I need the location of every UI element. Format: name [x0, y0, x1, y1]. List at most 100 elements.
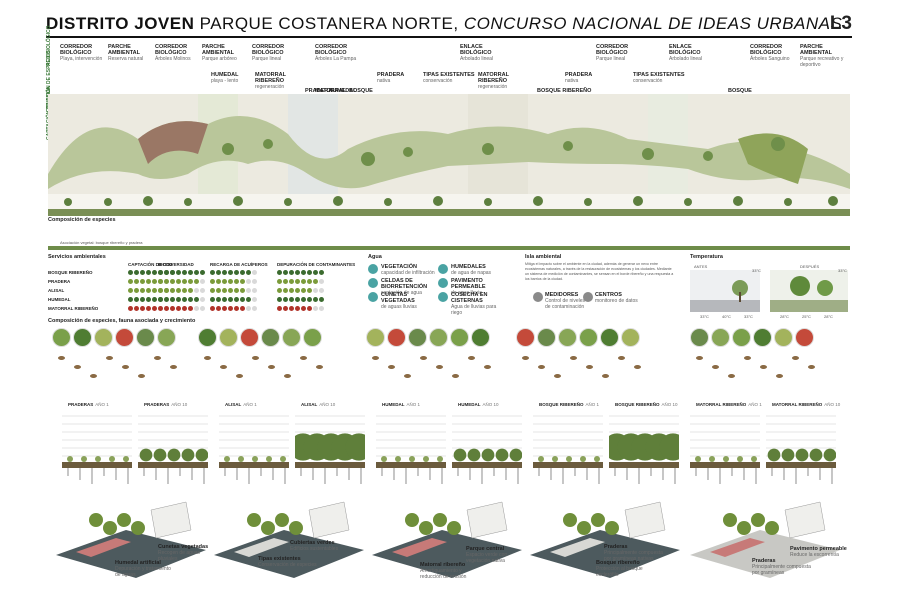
iso-label-head: Tipas existentes: [258, 556, 301, 562]
page-title: DISTRITO JOVEN PARQUE COSTANERA NORTE, C…: [46, 14, 842, 34]
growth-panel: [603, 410, 687, 490]
score-dot: [182, 306, 187, 311]
species-photo: [537, 328, 556, 347]
score-dot: [134, 306, 139, 311]
score-dot: [194, 270, 199, 275]
tree-canopy: [605, 521, 619, 535]
sensor-icon: [533, 292, 543, 302]
score-dot: [283, 297, 288, 302]
iso-view-svg: [690, 501, 840, 578]
growth-panel: [690, 410, 760, 490]
species-photo: [303, 328, 322, 347]
score-dot: [228, 270, 233, 275]
score-dot: [277, 297, 282, 302]
score-dot: [234, 306, 239, 311]
growth-panel-year: AÑO 10: [661, 402, 678, 407]
top-column-sub: Playa, intervención: [60, 56, 103, 62]
score-dot: [158, 279, 163, 284]
tree-canopy: [751, 513, 765, 527]
bird-icon: [554, 374, 561, 378]
score-dot: [182, 270, 187, 275]
score-dot: [295, 288, 300, 293]
score-dot: [283, 288, 288, 293]
mid-label-head: PRADERA: [377, 72, 405, 78]
iso-view: [214, 500, 364, 580]
score-dots: [210, 306, 258, 312]
bird-icon: [618, 356, 625, 360]
score-dot: [210, 297, 215, 302]
species-photo: [579, 328, 598, 347]
water-icon: [368, 278, 378, 288]
score-dot: [234, 297, 239, 302]
temp-before-illustration: [690, 270, 760, 312]
plant-crown: [495, 448, 509, 462]
score-dot: [194, 279, 199, 284]
growth-panel: [452, 410, 523, 490]
species-photo: [408, 328, 427, 347]
plant-crown: [181, 448, 195, 462]
plant-crown: [809, 448, 823, 462]
species-photo: [136, 328, 155, 347]
mid-label-head: BOSQUE: [728, 88, 752, 94]
score-dot: [228, 306, 233, 311]
services-row-name: ALISAL: [48, 288, 65, 293]
iso-label-head: Bosque ribereño: [596, 560, 640, 566]
mid-label-sub: playa - lento: [211, 78, 239, 84]
services-column-head: DEPURACIÓN DE CONTAMINANTES: [277, 262, 356, 267]
score-dot: [234, 279, 239, 284]
score-dot: [210, 270, 215, 275]
score-dot: [277, 288, 282, 293]
plant-crown: [594, 456, 600, 462]
score-dots: [210, 288, 258, 294]
growth-panel: [138, 410, 209, 490]
top-column-head: PARCHE AMBIENTAL: [108, 44, 140, 56]
plant-crown: [238, 456, 244, 462]
building: [784, 501, 826, 539]
soil-strip: [452, 462, 522, 468]
species-photo: [711, 328, 730, 347]
building: [308, 501, 350, 539]
score-dot: [140, 270, 145, 275]
iso-label-head: Cubiertas verdes: [290, 540, 335, 546]
score-dots: [277, 297, 325, 303]
bird-icon: [760, 365, 767, 369]
iso-label-sub: Recogen de aguas pluviales: [158, 550, 200, 562]
species-photo: [115, 328, 134, 347]
score-dot: [170, 297, 175, 302]
species-photo: [795, 328, 814, 347]
iso-view: [372, 500, 522, 580]
temp-top-after: 33°C: [838, 268, 847, 273]
score-dot: [252, 288, 257, 293]
temp-after-svg: [770, 276, 848, 312]
bird-icon: [744, 356, 751, 360]
score-dot: [194, 306, 199, 311]
plant-crown: [123, 456, 129, 462]
score-dot: [240, 297, 245, 302]
bird-icon: [792, 356, 799, 360]
water-item-label: CELDAS DE BIORRETENCIÓN: [381, 278, 428, 290]
score-dot: [164, 297, 169, 302]
iso-label-head: Parque central: [466, 546, 505, 552]
top-column-head: CORREDOR BIOLÓGICO: [60, 44, 93, 56]
walkway: [76, 538, 131, 557]
species-photo: [240, 328, 259, 347]
top-column-head: CORREDOR BIOLÓGICO: [596, 44, 629, 56]
tree-canopy: [103, 521, 117, 535]
score-dot: [252, 270, 257, 275]
temperature-title: Temperatura: [690, 254, 723, 260]
species-photo: [261, 328, 280, 347]
score-dot: [319, 297, 324, 302]
walkway: [550, 538, 605, 557]
score-dot: [176, 306, 181, 311]
score-dot: [240, 306, 245, 311]
bird-icon: [538, 365, 545, 369]
score-dot: [194, 288, 199, 293]
top-column-head: CORREDOR BIOLÓGICO: [315, 44, 348, 56]
